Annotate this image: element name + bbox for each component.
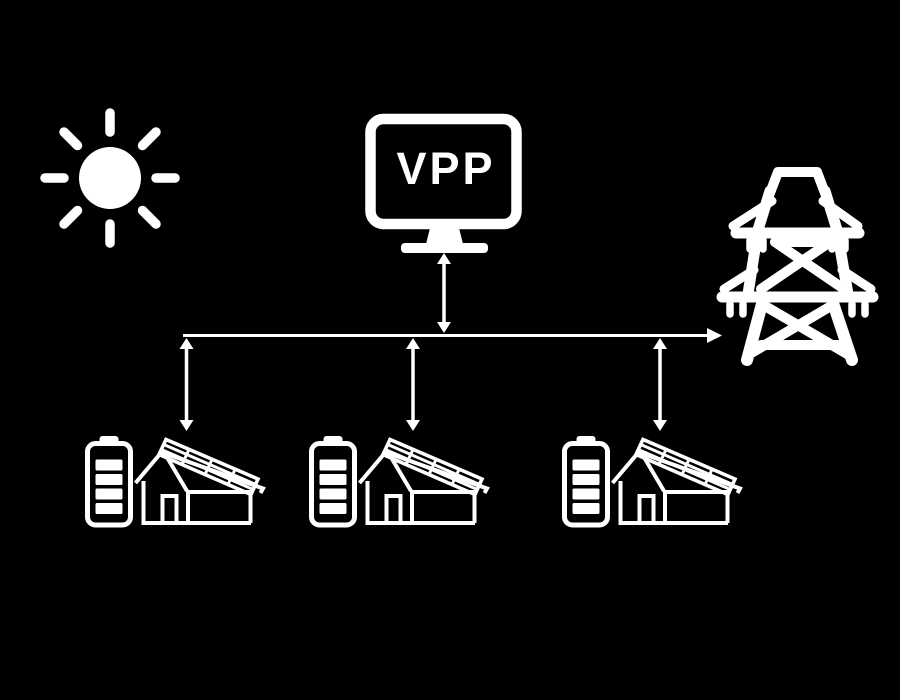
solar-house-icon <box>357 437 489 525</box>
arrow-bus-home-2 <box>406 338 420 431</box>
sun-icon <box>40 108 180 248</box>
home-2 <box>312 436 489 525</box>
battery-icon <box>312 436 355 525</box>
home-3 <box>565 436 742 525</box>
battery-icon <box>88 436 131 525</box>
arrow-vpp-bus <box>437 253 451 333</box>
arrow-bus-home-1 <box>179 338 194 431</box>
arrow-bus-home-3 <box>653 338 667 431</box>
bus-arrowhead-icon <box>707 328 722 343</box>
solar-house-icon <box>133 437 265 525</box>
transmission-tower-icon <box>716 167 879 366</box>
vpp-monitor: VPP <box>365 113 522 253</box>
monitor-stand <box>426 224 463 244</box>
monitor-base <box>401 243 488 253</box>
home-1 <box>88 436 265 525</box>
vpp-label: VPP <box>396 143 495 194</box>
solar-house-icon <box>610 437 742 525</box>
bus-line <box>183 328 722 343</box>
battery-icon <box>565 436 608 525</box>
